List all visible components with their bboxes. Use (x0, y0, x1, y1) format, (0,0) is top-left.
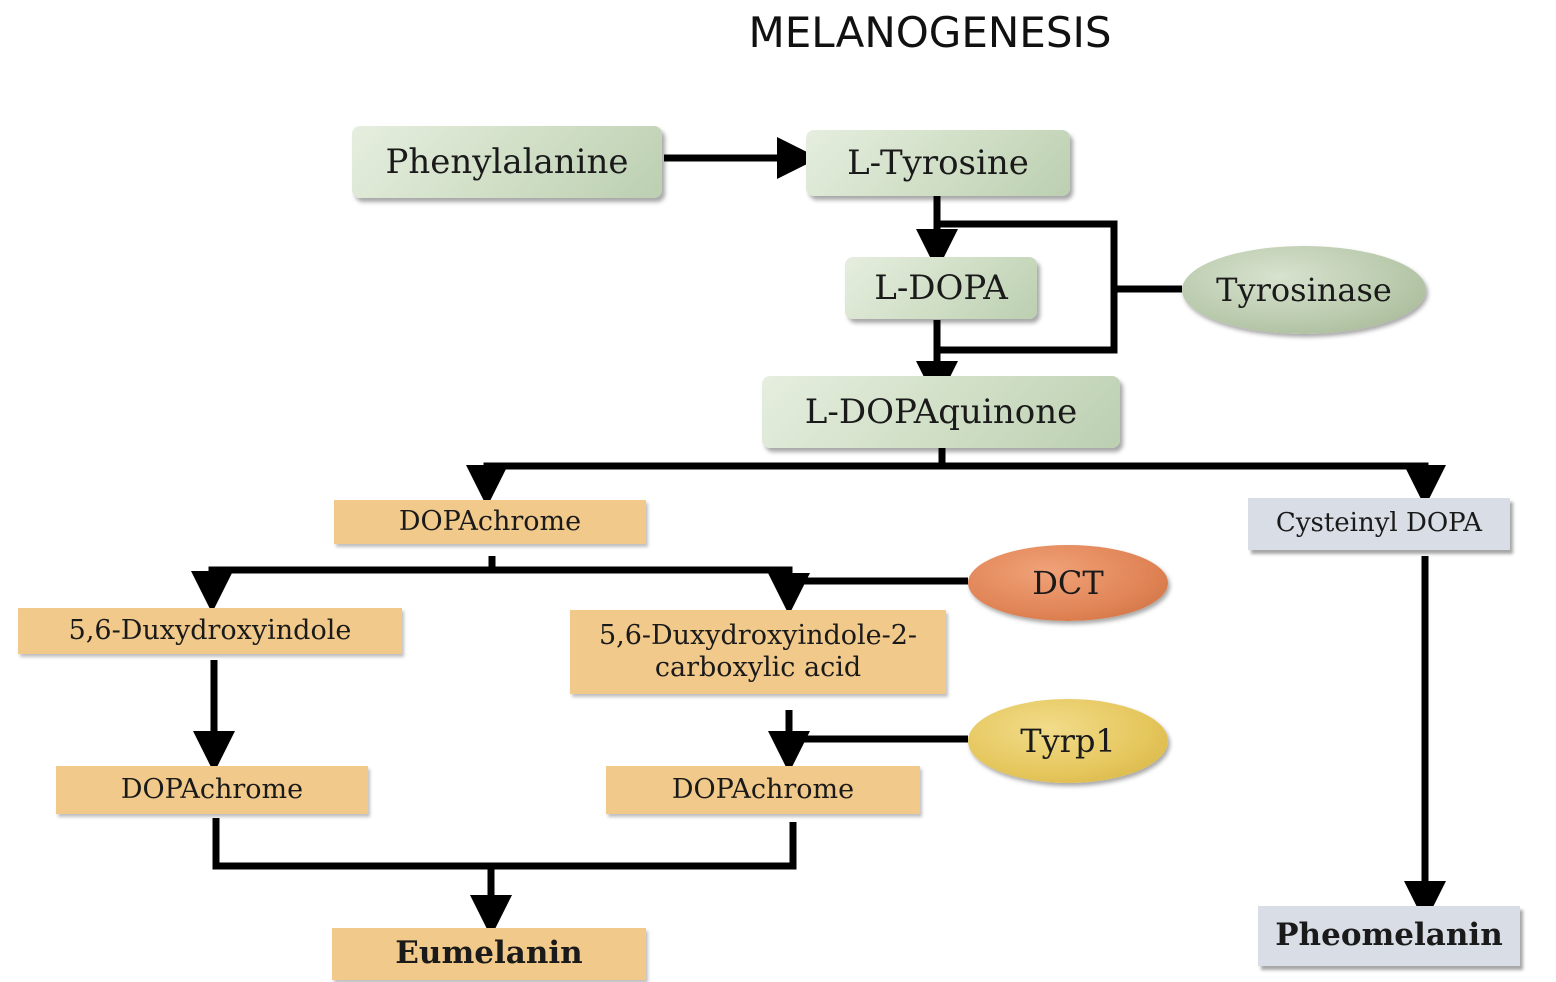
node-label: Eumelanin (395, 935, 583, 972)
node-dopachrome-left: DOPAchrome (56, 766, 368, 814)
enzyme-label: Tyrosinase (1216, 270, 1392, 309)
node-label: DOPAchrome (398, 505, 582, 537)
enzyme-label: Tyrp1 (1020, 721, 1116, 760)
node-l-tyrosine: L-Tyrosine (806, 130, 1070, 196)
node-label: DOPAchrome (120, 773, 304, 805)
node-eumelanin: Eumelanin (332, 928, 646, 980)
node-dhi: 5,6-Duxydroxyindole (18, 608, 402, 654)
node-label: Cysteinyl DOPA (1275, 508, 1483, 539)
node-dopachrome-right: DOPAchrome (606, 766, 920, 814)
node-label: 5,6-Duxydroxyindole-2-carboxylic acid (598, 619, 918, 683)
node-phenylalanine: Phenylalanine (352, 126, 662, 198)
node-dopachrome-top: DOPAchrome (334, 500, 646, 544)
node-dhica: 5,6-Duxydroxyindole-2-carboxylic acid (570, 610, 946, 694)
diagram-title: MELANOGENESIS (748, 8, 1112, 57)
enzyme-tyrosinase: Tyrosinase (1182, 246, 1426, 334)
node-label: Phenylalanine (385, 141, 629, 182)
node-l-dopa: L-DOPA (845, 257, 1037, 319)
enzyme-tyrp1: Tyrp1 (968, 699, 1168, 783)
edge-dopachrome-dhi (191, 566, 492, 613)
node-label: DOPAchrome (671, 773, 855, 805)
node-label: 5,6-Duxydroxyindole (68, 614, 352, 646)
edge-dopaquinone-dopachrome (466, 462, 942, 507)
edge-dopachrome-dhica (492, 566, 810, 615)
enzyme-dct: DCT (968, 545, 1168, 621)
node-label: Pheomelanin (1275, 917, 1503, 954)
node-label: L-DOPA (874, 267, 1008, 308)
edge-dopaquinone-cysteinyl (942, 462, 1446, 507)
enzyme-label: DCT (1032, 563, 1104, 602)
node-label: L-DOPAquinone (804, 391, 1078, 432)
node-cysteinyl-dopa: Cysteinyl DOPA (1248, 498, 1510, 550)
node-pheomelanin: Pheomelanin (1258, 906, 1520, 966)
node-label: L-Tyrosine (847, 142, 1029, 183)
edge-dopachromes-merge (212, 818, 797, 870)
node-l-dopaquinone: L-DOPAquinone (762, 376, 1120, 448)
